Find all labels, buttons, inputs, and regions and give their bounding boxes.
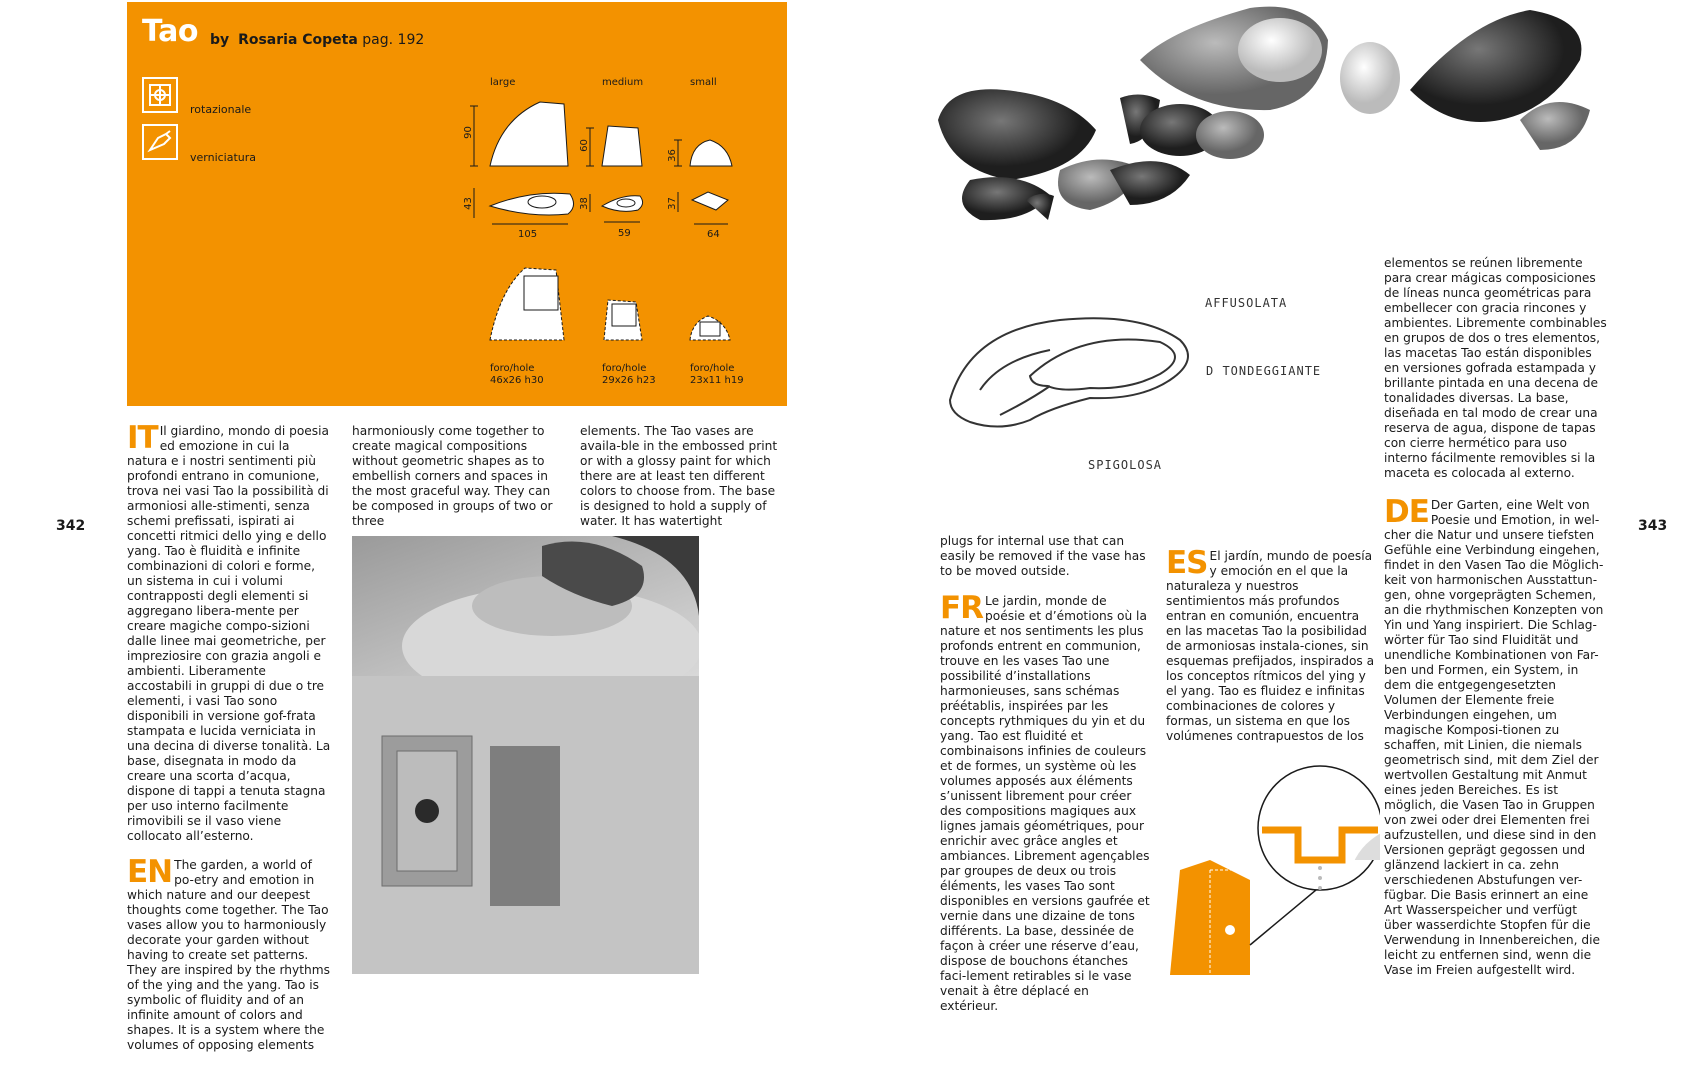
body-en: The garden, a world of po-etry and emoti…	[127, 858, 330, 1052]
body-en-2: harmoniously come together to create mag…	[352, 424, 553, 528]
byline: by Rosaria Copeta pag. 192	[210, 32, 424, 48]
page-number-left: 342	[56, 518, 86, 534]
sketch-note-2: D TONDEGGIANTE	[1206, 364, 1322, 378]
sketch-note-1: AFFUSOLATA	[1205, 296, 1288, 310]
hole-dims: 46x26 h30	[490, 375, 544, 386]
tech-label-rotational: rotazionale	[190, 103, 252, 116]
dim-height-medium: 60	[578, 139, 590, 152]
tech-label-paint: verniciatura	[190, 151, 257, 164]
dim-width-medium: 59	[618, 228, 631, 239]
body-en-3: elements. The Tao vases are availa-ble i…	[580, 424, 778, 528]
hole-label: foro/hole	[690, 363, 735, 374]
dim-depth-large: 43	[462, 197, 474, 210]
vases-product-photo	[938, 6, 1590, 221]
author-name: Rosaria Copeta	[238, 32, 358, 48]
body-fr: Le jardin, monde de poésie et d’émotions…	[940, 594, 1150, 1013]
concept-sketch	[948, 317, 1189, 428]
body-en-4: plugs for internal use that can easily b…	[940, 534, 1146, 578]
size-label-medium: medium	[602, 77, 644, 88]
dim-depth-small: 37	[666, 197, 678, 210]
dim-width-large: 105	[518, 229, 538, 240]
product-title: Tao	[142, 14, 198, 49]
body-es-2: elementos se reúnen libremente para crea…	[1384, 256, 1607, 480]
hole-dims: 23x11 h19	[690, 375, 744, 386]
dim-height-large: 90	[462, 126, 474, 139]
dim-depth-medium: 38	[578, 197, 590, 210]
page-number-right: 343	[1638, 518, 1668, 534]
body-es: El jardín, mundo de poesía y emoción en …	[1166, 549, 1375, 743]
drop-cap-en: EN	[127, 854, 173, 890]
text-column-es-2: elementos se reúnen libremente para crea…	[1384, 256, 1608, 495]
drop-cap-de: DE	[1384, 494, 1430, 530]
water-reservoir-diagram	[1170, 765, 1380, 975]
hole-label: foro/hole	[602, 363, 647, 374]
spec-panel	[127, 2, 787, 406]
text-column-en-3: elements. The Tao vases are availa-ble i…	[580, 424, 788, 543]
hole-label: foro/hole	[490, 363, 535, 374]
text-column-en-2: harmoniously come together to create mag…	[352, 424, 560, 543]
text-column-en-4: plugs for internal use that can easily b…	[940, 534, 1150, 593]
page-ref: pag. 192	[362, 32, 425, 48]
sketch-note-3: SPIGOLOSA	[1088, 458, 1163, 472]
drop-cap-fr: FR	[940, 590, 984, 626]
technical-drawing	[470, 101, 733, 341]
drop-cap-it: IT	[127, 420, 159, 456]
size-label-small: small	[690, 77, 717, 88]
sanding-photo	[352, 536, 699, 974]
body-de: Der Garten, eine Welt von Poesie und Emo…	[1384, 498, 1604, 977]
rotational-mold-icon	[142, 77, 178, 113]
size-label-large: large	[490, 77, 516, 88]
byline-by: by	[210, 32, 230, 48]
dim-height-small: 36	[666, 149, 678, 162]
drop-cap-es: ES	[1166, 545, 1209, 581]
spray-paint-icon	[142, 124, 178, 160]
body-it: Il giardino, mondo di poesia ed emozione…	[127, 424, 331, 843]
hole-dims: 29x26 h23	[602, 375, 656, 386]
dim-width-small: 64	[707, 229, 720, 240]
